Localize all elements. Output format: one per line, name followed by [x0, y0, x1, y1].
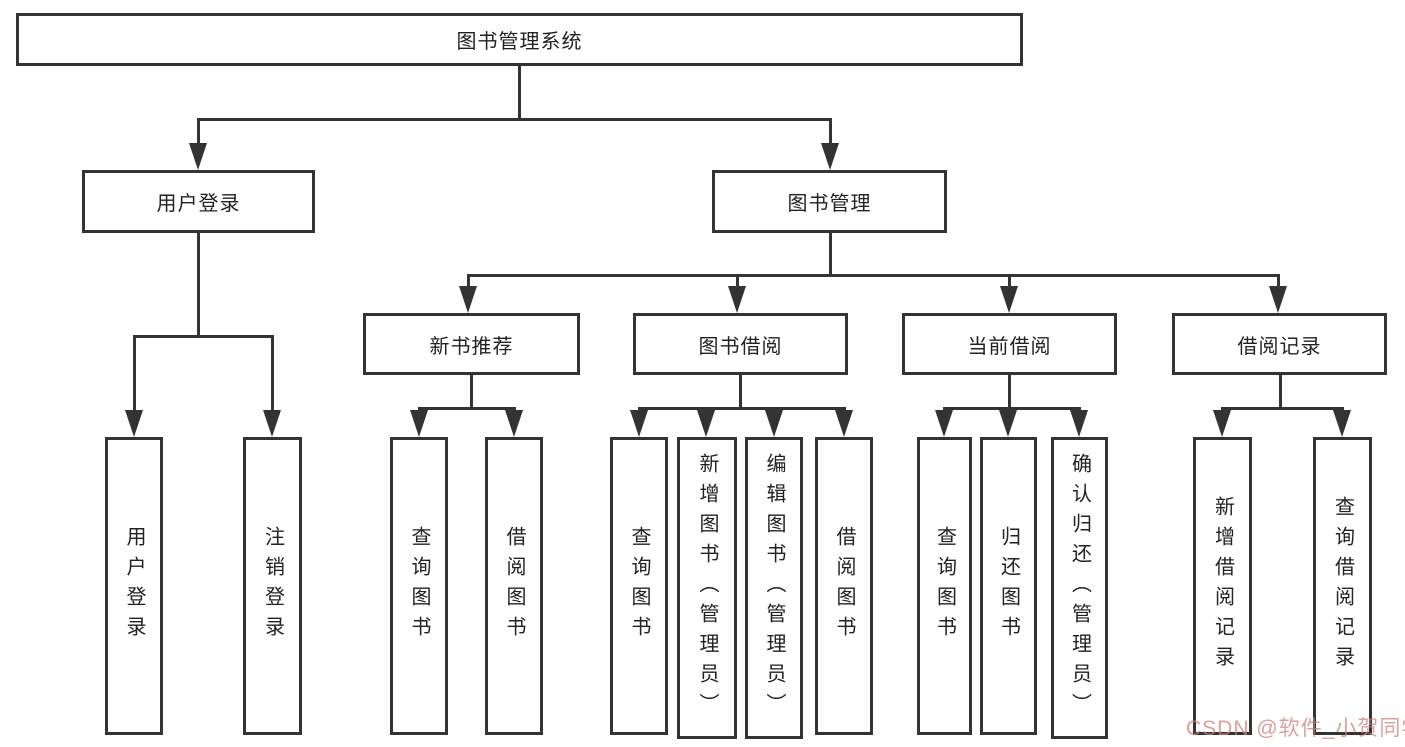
connector-line: [829, 118, 832, 144]
connector-line: [518, 66, 521, 118]
connector-line: [197, 233, 200, 335]
arrowhead-icon: [697, 410, 715, 437]
connector-line: [1341, 407, 1344, 412]
connector-line: [271, 335, 274, 411]
connector-line: [943, 407, 946, 412]
connector-line: [1008, 375, 1011, 407]
leaf-logout-label: 注销登录: [261, 526, 284, 646]
connector-line: [1221, 407, 1344, 410]
leaf-borrow-book-2-label: 借阅图书: [833, 526, 855, 646]
connector-line: [829, 233, 832, 274]
leaf-user-login-label: 用户登录: [123, 526, 145, 646]
leaf-query-book-2: 查询图书: [610, 437, 668, 735]
connector-line: [1277, 274, 1280, 288]
leaf-query-borrow-record-label: 查询借阅记录: [1331, 496, 1354, 676]
node-book-management: 图书管理: [712, 170, 947, 233]
node-book-borrow-label: 图书借阅: [698, 335, 783, 358]
arrowhead-icon: [835, 410, 853, 437]
leaf-query-book-3: 查询图书: [917, 437, 972, 735]
arrowhead-icon: [189, 143, 207, 170]
connector-line: [513, 407, 516, 412]
node-book-borrow: 图书借阅: [633, 313, 848, 375]
node-user-login-label: 用户登录: [156, 193, 241, 215]
connector-line: [638, 407, 846, 410]
arrowhead-icon: [1269, 286, 1287, 313]
leaf-user-login: 用户登录: [105, 437, 163, 735]
connector-line: [197, 118, 200, 144]
leaf-add-borrow-record-label: 新增借阅记录: [1211, 496, 1234, 676]
arrowhead-icon: [125, 410, 143, 437]
leaf-confirm-return-admin-label: 确认归还（管理员）: [1068, 453, 1091, 723]
leaf-borrow-book-2: 借阅图书: [815, 437, 873, 735]
csdn-watermark: CSDN @软件_小贺同学: [1186, 717, 1405, 740]
connector-line: [843, 407, 846, 412]
connector-line: [133, 335, 274, 338]
node-current-borrow-label: 当前借阅: [967, 335, 1052, 358]
connector-line: [418, 407, 421, 412]
arrowhead-icon: [1000, 286, 1018, 313]
leaf-edit-book-admin: 编辑图书（管理员）: [745, 437, 803, 739]
arrowhead-icon: [263, 410, 281, 437]
connector-line: [1078, 407, 1081, 412]
connector-line: [943, 407, 1081, 410]
leaf-query-book-3-label: 查询图书: [933, 526, 956, 646]
leaf-query-borrow-record: 查询借阅记录: [1313, 437, 1372, 735]
leaf-borrow-book-1-label: 借阅图书: [503, 526, 525, 646]
leaf-add-book-admin: 新增图书（管理员）: [677, 437, 737, 739]
arrowhead-icon: [728, 286, 746, 313]
leaf-logout: 注销登录: [243, 437, 302, 735]
arrowhead-icon: [1213, 410, 1231, 437]
connector-line: [467, 274, 470, 288]
arrowhead-icon: [1333, 410, 1351, 437]
connector-line: [418, 407, 516, 410]
leaf-add-book-admin-label: 新增图书（管理员）: [696, 453, 718, 723]
connector-line: [1221, 407, 1224, 412]
connector-line: [739, 375, 742, 407]
arrowhead-icon: [999, 410, 1017, 437]
connector-line: [638, 407, 641, 412]
leaf-query-book-1: 查询图书: [390, 437, 448, 735]
arrowhead-icon: [630, 410, 648, 437]
node-root-label: 图书管理系统: [456, 31, 583, 53]
connector-line: [467, 274, 1280, 277]
leaf-return-book: 归还图书: [980, 437, 1037, 735]
node-user-login: 用户登录: [82, 170, 315, 233]
arrowhead-icon: [1070, 410, 1088, 437]
leaf-query-book-1-label: 查询图书: [408, 526, 430, 646]
node-book-management-label: 图书管理: [787, 193, 872, 215]
arrowhead-icon: [821, 143, 839, 170]
connector-line: [133, 335, 136, 411]
leaf-add-borrow-record: 新增借阅记录: [1193, 437, 1252, 735]
arrowhead-icon: [459, 286, 477, 313]
connector-line: [470, 375, 473, 407]
leaf-return-book-label: 归还图书: [997, 526, 1020, 646]
arrowhead-icon: [765, 410, 783, 437]
arrowhead-icon: [935, 410, 953, 437]
leaf-edit-book-admin-label: 编辑图书（管理员）: [763, 453, 785, 723]
node-new-book-recommend-label: 新书推荐: [429, 335, 514, 358]
connector-line: [705, 407, 708, 412]
connector-line: [736, 274, 739, 288]
connector-line: [1279, 375, 1282, 407]
leaf-borrow-book-1: 借阅图书: [485, 437, 543, 735]
connector-line: [773, 407, 776, 412]
node-current-borrow: 当前借阅: [902, 313, 1117, 375]
connector-line: [1008, 274, 1011, 288]
node-root: 图书管理系统: [16, 13, 1023, 66]
arrowhead-icon: [410, 410, 428, 437]
node-borrow-record-label: 借阅记录: [1237, 335, 1322, 358]
connector-line: [1007, 407, 1010, 412]
leaf-confirm-return-admin: 确认归还（管理员）: [1051, 437, 1108, 739]
node-borrow-record: 借阅记录: [1172, 313, 1387, 375]
leaf-query-book-2-label: 查询图书: [628, 526, 650, 646]
arrowhead-icon: [505, 410, 523, 437]
connector-line: [197, 118, 832, 121]
node-new-book-recommend: 新书推荐: [363, 313, 580, 375]
